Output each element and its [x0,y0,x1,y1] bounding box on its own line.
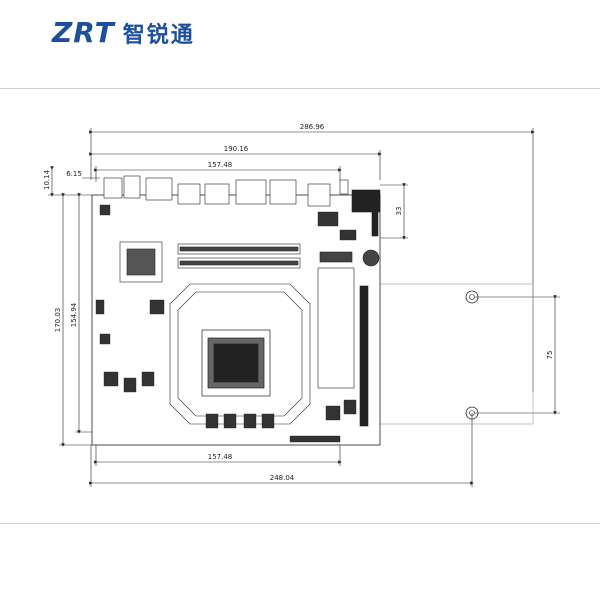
dim-height-outer: 170.03 [54,308,62,333]
brand-name: 智锐通 [122,22,195,48]
top-divider [0,88,600,89]
brand-logo: ZRT [52,16,115,49]
dim-offset-left: 6.15 [66,170,82,178]
dim-bottom-mid: 157.48 [208,453,233,461]
memory-slots [177,243,301,269]
io-port-7 [269,179,297,205]
cpu-retention-area [169,283,311,425]
io-port-10 [351,189,381,213]
io-port-6 [235,179,267,205]
chipset [119,241,163,283]
dimension-lines [48,128,560,487]
io-port-1 [103,177,123,199]
bottom-header [289,435,341,443]
cpu-socket [201,329,271,397]
io-port-3 [145,177,173,201]
edge-connectors [359,209,380,427]
expansion-bracket [379,283,534,425]
brand-header: ZRT 智锐通 [52,16,195,49]
dim-hole-spacing: 75 [546,351,554,360]
dim-bottom-width: 248.04 [270,474,295,482]
m2-slot [317,251,355,389]
bottom-divider [0,523,600,524]
rear-io [103,175,381,213]
dim-offset-top: 10.14 [43,169,51,190]
io-port-5 [204,183,230,205]
dim-board-mid: 157.48 [208,161,233,169]
board-components [95,204,357,443]
io-port-2 [123,175,141,199]
dim-right-offset: 33 [395,207,403,216]
dim-height-inner: 154.94 [70,302,78,327]
io-port-4 [177,183,201,205]
mount-hole-top [465,290,479,304]
dim-board-upper: 190.16 [224,145,249,153]
io-port-8 [307,183,331,207]
mount-hole-bottom [465,406,479,420]
dim-overall-width: 286.96 [300,123,325,131]
io-port-9 [339,179,349,195]
